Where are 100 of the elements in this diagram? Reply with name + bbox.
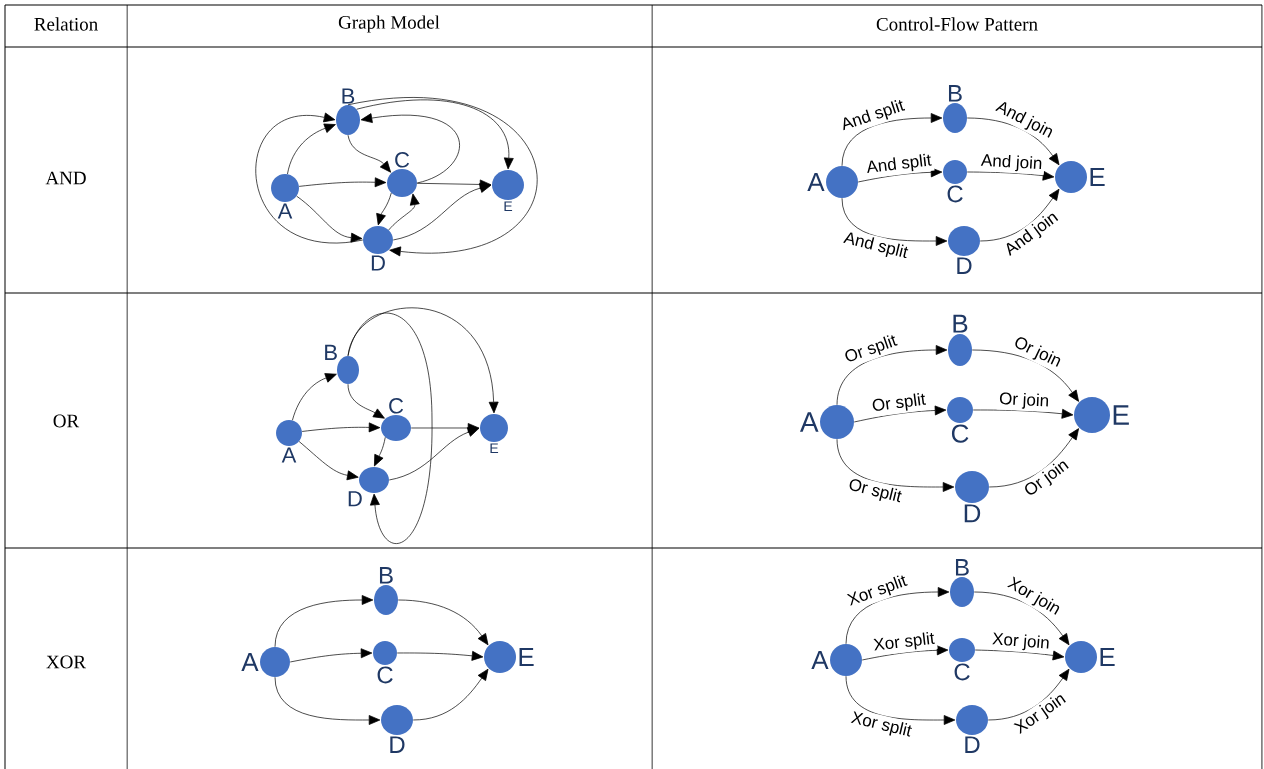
edge-label: Xor join (989, 629, 1053, 655)
edge-label: And split (839, 228, 912, 264)
node-label: B (948, 85, 962, 102)
arrow (292, 373, 337, 421)
arrow (841, 197, 948, 246)
arrow (412, 668, 489, 721)
node-label: A (807, 173, 825, 191)
node-label: D (965, 736, 980, 753)
node-label: A (277, 203, 293, 219)
arrow (974, 649, 1065, 661)
arrow (853, 405, 947, 423)
arrow (347, 97, 537, 257)
arrow (841, 113, 943, 167)
node-label: B (955, 559, 969, 576)
row-label: OR (53, 414, 80, 428)
circle-node: E (480, 414, 508, 454)
arrow (296, 195, 363, 243)
circle-node: C (387, 152, 417, 197)
arrow (845, 675, 956, 725)
edge-label: Or split (844, 474, 906, 509)
edge-label: Or join (996, 389, 1052, 413)
node-label: E (519, 648, 534, 666)
circle-node: B (336, 88, 360, 135)
circle-node: D (956, 705, 988, 753)
node-label: C (377, 666, 393, 684)
arrow (298, 441, 359, 481)
arrow (347, 307, 499, 414)
arrow (836, 438, 955, 492)
table-header: Control-Flow Pattern (876, 17, 1038, 31)
node-label: C (951, 424, 969, 443)
arrow (987, 668, 1070, 721)
arrow (347, 312, 433, 544)
row-label: XOR (46, 655, 86, 669)
circle-node: B (374, 567, 398, 615)
node-label: E (1100, 648, 1115, 666)
circle-node: A (241, 647, 290, 677)
node-label: A (799, 412, 819, 432)
edge-label: And join (999, 206, 1065, 262)
edge-label: Xor split (847, 708, 916, 743)
arrow (274, 676, 381, 725)
arrow (392, 183, 492, 241)
table-header: Graph Model (338, 15, 440, 33)
node-label: E (1113, 405, 1129, 425)
circle-node: B (325, 344, 359, 384)
row-label: AND (45, 171, 86, 185)
node-label: B (379, 567, 393, 584)
edge-label: Or join (1019, 454, 1075, 503)
node-label: C (954, 663, 970, 681)
edge-label: Xor join (1009, 688, 1072, 740)
arrow (971, 349, 1079, 402)
arrow (861, 645, 949, 661)
edge-label: Xor split (843, 570, 912, 612)
circle-node: D (363, 226, 393, 271)
arrow (388, 193, 420, 231)
node-label: D (390, 736, 405, 753)
arrow (966, 170, 1055, 181)
node-label: C (947, 185, 963, 203)
circle-node: E (1074, 397, 1129, 433)
arrow (274, 595, 374, 648)
circle-node: A (271, 174, 299, 219)
node-label: D (957, 257, 972, 274)
edge-label: Or join (1008, 332, 1067, 374)
circle-node: D (955, 471, 989, 523)
circle-node: E (1065, 641, 1115, 673)
arrow (298, 177, 387, 188)
circle-node: C (947, 397, 973, 443)
circle-node: D (348, 467, 389, 507)
node-label: E (1090, 168, 1105, 186)
node-label: B (342, 88, 355, 104)
circle-node: C (949, 638, 975, 681)
edge-label: Or split (868, 390, 929, 418)
circle-node: D (948, 226, 980, 274)
arrow (289, 648, 373, 663)
circle-node: C (381, 398, 411, 441)
arrow (356, 99, 514, 170)
circle-node: C (943, 160, 967, 203)
node-label: B (325, 344, 337, 360)
arrow (845, 587, 950, 645)
circle-node: A (800, 405, 854, 439)
arrow (836, 345, 948, 406)
circle-node: B (943, 85, 967, 133)
node-label: A (811, 651, 829, 669)
node-label: A (241, 653, 259, 671)
node-label: C (389, 398, 404, 414)
circle-node: C (373, 641, 397, 684)
arrow (347, 134, 392, 173)
edge-label: Or split (840, 330, 902, 369)
arrow (301, 422, 381, 433)
circle-node: E (1055, 161, 1105, 193)
circle-node: B (950, 559, 974, 607)
arrow (397, 599, 489, 646)
edge-label: Xor split (870, 629, 938, 657)
arrow (360, 113, 460, 184)
arrow (988, 428, 1079, 488)
circle-node: B (948, 314, 972, 366)
node-label: C (395, 152, 410, 168)
table-header: Relation (34, 17, 98, 31)
node-label: B (953, 314, 968, 333)
circle-node: D (381, 705, 413, 753)
circle-node: A (807, 166, 858, 198)
